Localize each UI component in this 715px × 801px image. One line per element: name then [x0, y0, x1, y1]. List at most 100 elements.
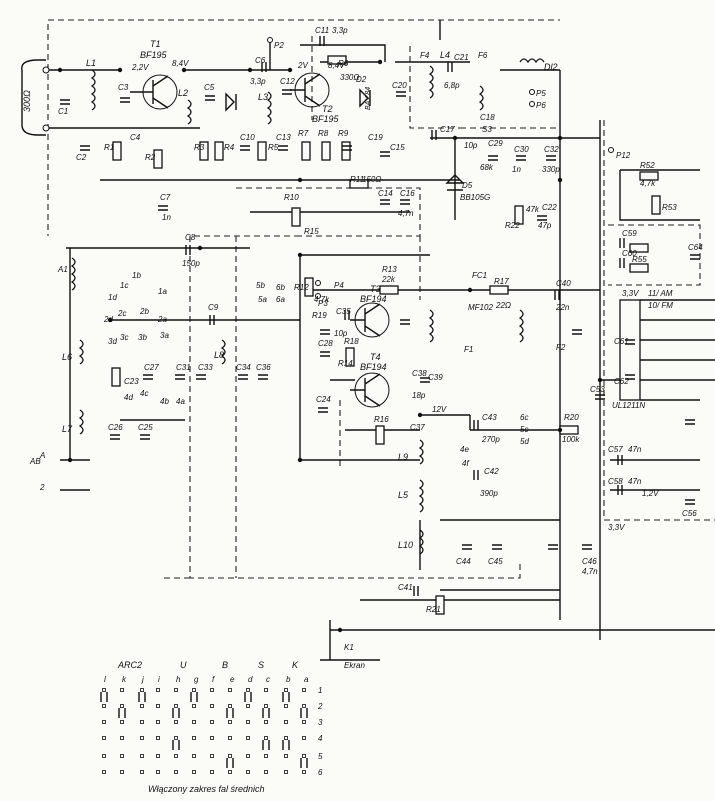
C11-value: 3,3p	[332, 26, 348, 35]
switch-contact-point	[228, 704, 232, 708]
value-47p: 47p	[538, 221, 552, 230]
C26-label: C26	[108, 423, 123, 432]
R22-label: R22	[505, 221, 520, 230]
C36-label: C36	[256, 363, 271, 372]
switch-contact-point	[102, 736, 106, 740]
ic-pin-FM: 10/ FM	[648, 301, 673, 310]
L9-label: L9	[398, 452, 408, 462]
R18-label: R18	[344, 337, 359, 346]
switch-contact-point	[156, 704, 160, 708]
P12-label: P12	[616, 151, 631, 160]
C58-label: C58	[608, 477, 623, 486]
C42-label: C42	[484, 467, 499, 476]
voltage-8-4V-b: 8,4V	[328, 61, 345, 70]
switch-contact-point	[174, 704, 178, 708]
switch-contact-point	[210, 688, 214, 692]
C20-label: C20	[392, 81, 407, 90]
switch-row-5: 5	[318, 752, 323, 761]
C53-label: C53	[590, 385, 605, 394]
switch-column-h: h	[176, 675, 181, 684]
switch-contact-point	[120, 736, 124, 740]
C1-label: C1	[58, 107, 68, 116]
L1-label: L1	[86, 58, 96, 68]
switch-contact-point	[120, 754, 124, 758]
D5-label: D5	[462, 181, 473, 190]
voltage-1-2V: 1,2V	[642, 489, 659, 498]
R19-label: R19	[312, 311, 327, 320]
R6-label: R6	[338, 59, 349, 68]
A1-label: A1	[57, 265, 68, 274]
switch-header-k: K	[292, 660, 299, 670]
switch-contact-1d: 1d	[108, 293, 117, 302]
switch-contact-2a: 2a	[157, 315, 167, 324]
R14-label: R14	[338, 359, 353, 368]
switch-column-b: b	[286, 675, 291, 684]
C7-label: C7	[160, 193, 171, 202]
switch-contact-point	[102, 688, 106, 692]
switch-contact-point	[102, 754, 106, 758]
R11-label: R11	[350, 175, 364, 184]
C32-label: C32	[544, 145, 559, 154]
C58-value: 47n	[628, 477, 642, 486]
transistor-T2: T2 BF195	[290, 72, 340, 124]
switch-contact-1b: 1b	[132, 271, 141, 280]
R4-label: R4	[224, 143, 235, 152]
coils: L1 L2 L3 L4 L5 L6 L7 L8 L9 L10 Dl2	[62, 50, 558, 555]
switch-contact-point	[210, 770, 214, 774]
switch-contact-point	[246, 720, 250, 724]
T2-type: BF195	[312, 114, 340, 124]
R12-value: 4,7k	[314, 295, 330, 304]
C24-label: C24	[316, 395, 331, 404]
C3-label: C3	[118, 83, 129, 92]
C11-label: C11	[315, 26, 329, 35]
switch-blade	[190, 692, 198, 702]
switch-contact-point	[140, 720, 144, 724]
switch-bank-caption: Włączony zakres fal średnich	[148, 784, 265, 794]
switch-contact-point	[302, 770, 306, 774]
switch-contact-point	[156, 736, 160, 740]
L7-label: L7	[62, 424, 73, 434]
BAY84-label: BAY 84	[365, 87, 372, 110]
L5-label: L5	[398, 490, 409, 500]
C60-label: C60	[622, 249, 637, 258]
switch-contact-point	[228, 770, 232, 774]
T2-label: T2	[322, 104, 333, 114]
T3-type: BF194	[360, 294, 387, 304]
switch-contact-point	[246, 754, 250, 758]
C6-label: C6	[255, 56, 266, 65]
D2-label: D2	[356, 75, 367, 84]
switch-contact-point	[264, 770, 268, 774]
P4-label: P4	[334, 281, 344, 290]
switch-blade	[118, 708, 126, 718]
switch-contact-6b: 6b	[276, 283, 285, 292]
C59-label: C59	[622, 229, 637, 238]
switch-contact-point	[264, 720, 268, 724]
switch-contact-1a: 1a	[158, 287, 167, 296]
voltage-3-3V-a: 3,3V	[622, 289, 639, 298]
C8-value: 150p	[182, 259, 200, 268]
P3-label: P3	[318, 299, 328, 308]
switch-contact-point	[264, 736, 268, 740]
R6-value: 330Ω	[340, 73, 359, 82]
switch-contact-point	[246, 736, 250, 740]
switch-contact-3d: 3d	[108, 337, 117, 346]
switch-header-s: S	[258, 660, 264, 670]
C40-label: C40	[556, 279, 571, 288]
T3-label: T3	[370, 284, 381, 294]
R11-value: 150Ω	[362, 175, 381, 184]
C57-value: 47n	[628, 445, 642, 454]
switch-contact-point	[102, 770, 106, 774]
L2-label: L2	[178, 88, 188, 98]
R2-label: R2	[145, 153, 156, 162]
switch-contact-point	[302, 754, 306, 758]
R17-value: 22Ω	[495, 301, 511, 310]
C30-label: C30	[514, 145, 529, 154]
switch-contact-point	[264, 688, 268, 692]
switch-contact-point	[246, 704, 250, 708]
switch-contact-point	[228, 688, 232, 692]
switch-blade	[226, 708, 234, 718]
switch-contact-point	[174, 770, 178, 774]
switch-column-c: c	[266, 675, 270, 684]
